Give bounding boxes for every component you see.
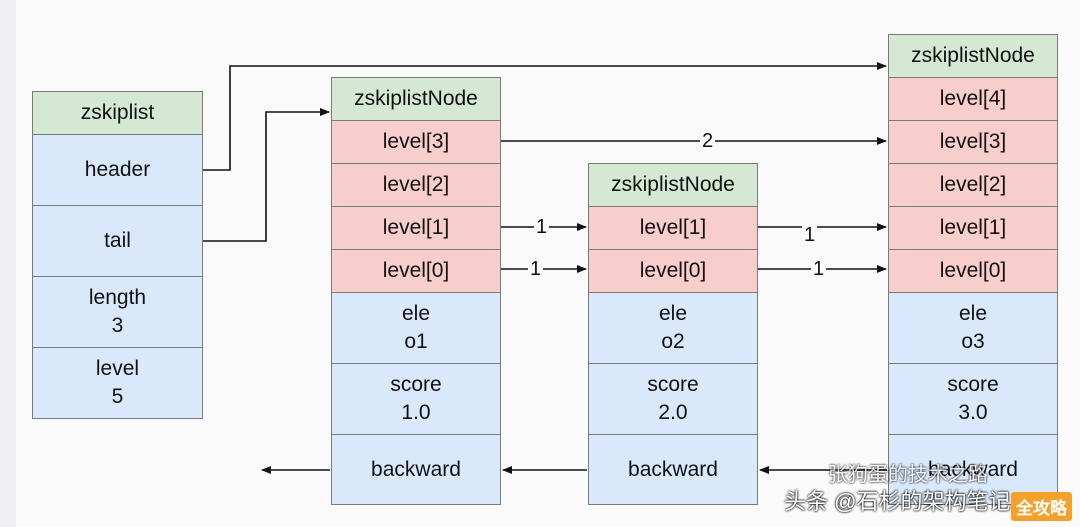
node-level-2: level[2] bbox=[888, 163, 1058, 207]
zskiplist-length-field: length 3 bbox=[32, 276, 203, 348]
length-label: length bbox=[88, 286, 147, 309]
node-level-1: level[1] bbox=[331, 206, 501, 250]
node-level-3: level[3] bbox=[888, 120, 1058, 164]
span-label-o2-level0: 1 bbox=[811, 258, 827, 280]
span-label-o1-level3: 2 bbox=[700, 130, 716, 152]
watermark-badge: 全攻略 bbox=[1011, 492, 1072, 521]
node-level-1: level[1] bbox=[888, 206, 1058, 250]
node-level-2: level[2] bbox=[331, 163, 501, 207]
node-level-3: level[3] bbox=[331, 120, 501, 164]
span-label-o1-level0: 1 bbox=[528, 258, 544, 280]
skiplist-node-o3: zskiplistNode level[4] level[3] level[2]… bbox=[888, 34, 1058, 505]
span-label-o2-level1: 1 bbox=[802, 224, 818, 246]
zskiplist-header-field: header bbox=[32, 134, 203, 206]
node-level-0: level[0] bbox=[588, 249, 758, 293]
tail-pointer-arrow bbox=[203, 108, 330, 242]
node-level-0: level[0] bbox=[888, 249, 1058, 293]
node-backward-field: backward bbox=[331, 434, 501, 505]
length-value: 3 bbox=[111, 314, 124, 337]
zskiplist-struct: zskiplist header tail length 3 level 5 bbox=[32, 91, 203, 419]
watermark-author: 张狗蛋的技术之路 bbox=[828, 464, 988, 486]
node-title: zskiplistNode bbox=[331, 77, 501, 121]
zskiplist-level-field: level 5 bbox=[32, 347, 203, 419]
header-pointer-arrow bbox=[203, 62, 887, 171]
level-value: 5 bbox=[111, 385, 124, 408]
node-backward-field: backward bbox=[588, 434, 758, 505]
node-level-4: level[4] bbox=[888, 77, 1058, 121]
span-label-o1-level1: 1 bbox=[534, 216, 550, 238]
level-label: level bbox=[95, 357, 140, 380]
left-margin-strip bbox=[0, 0, 16, 527]
watermark-toutiao: 头条 @石杉的架构笔记 bbox=[784, 489, 1011, 514]
skiplist-node-o1: zskiplistNode level[3] level[2] level[1]… bbox=[331, 77, 501, 505]
